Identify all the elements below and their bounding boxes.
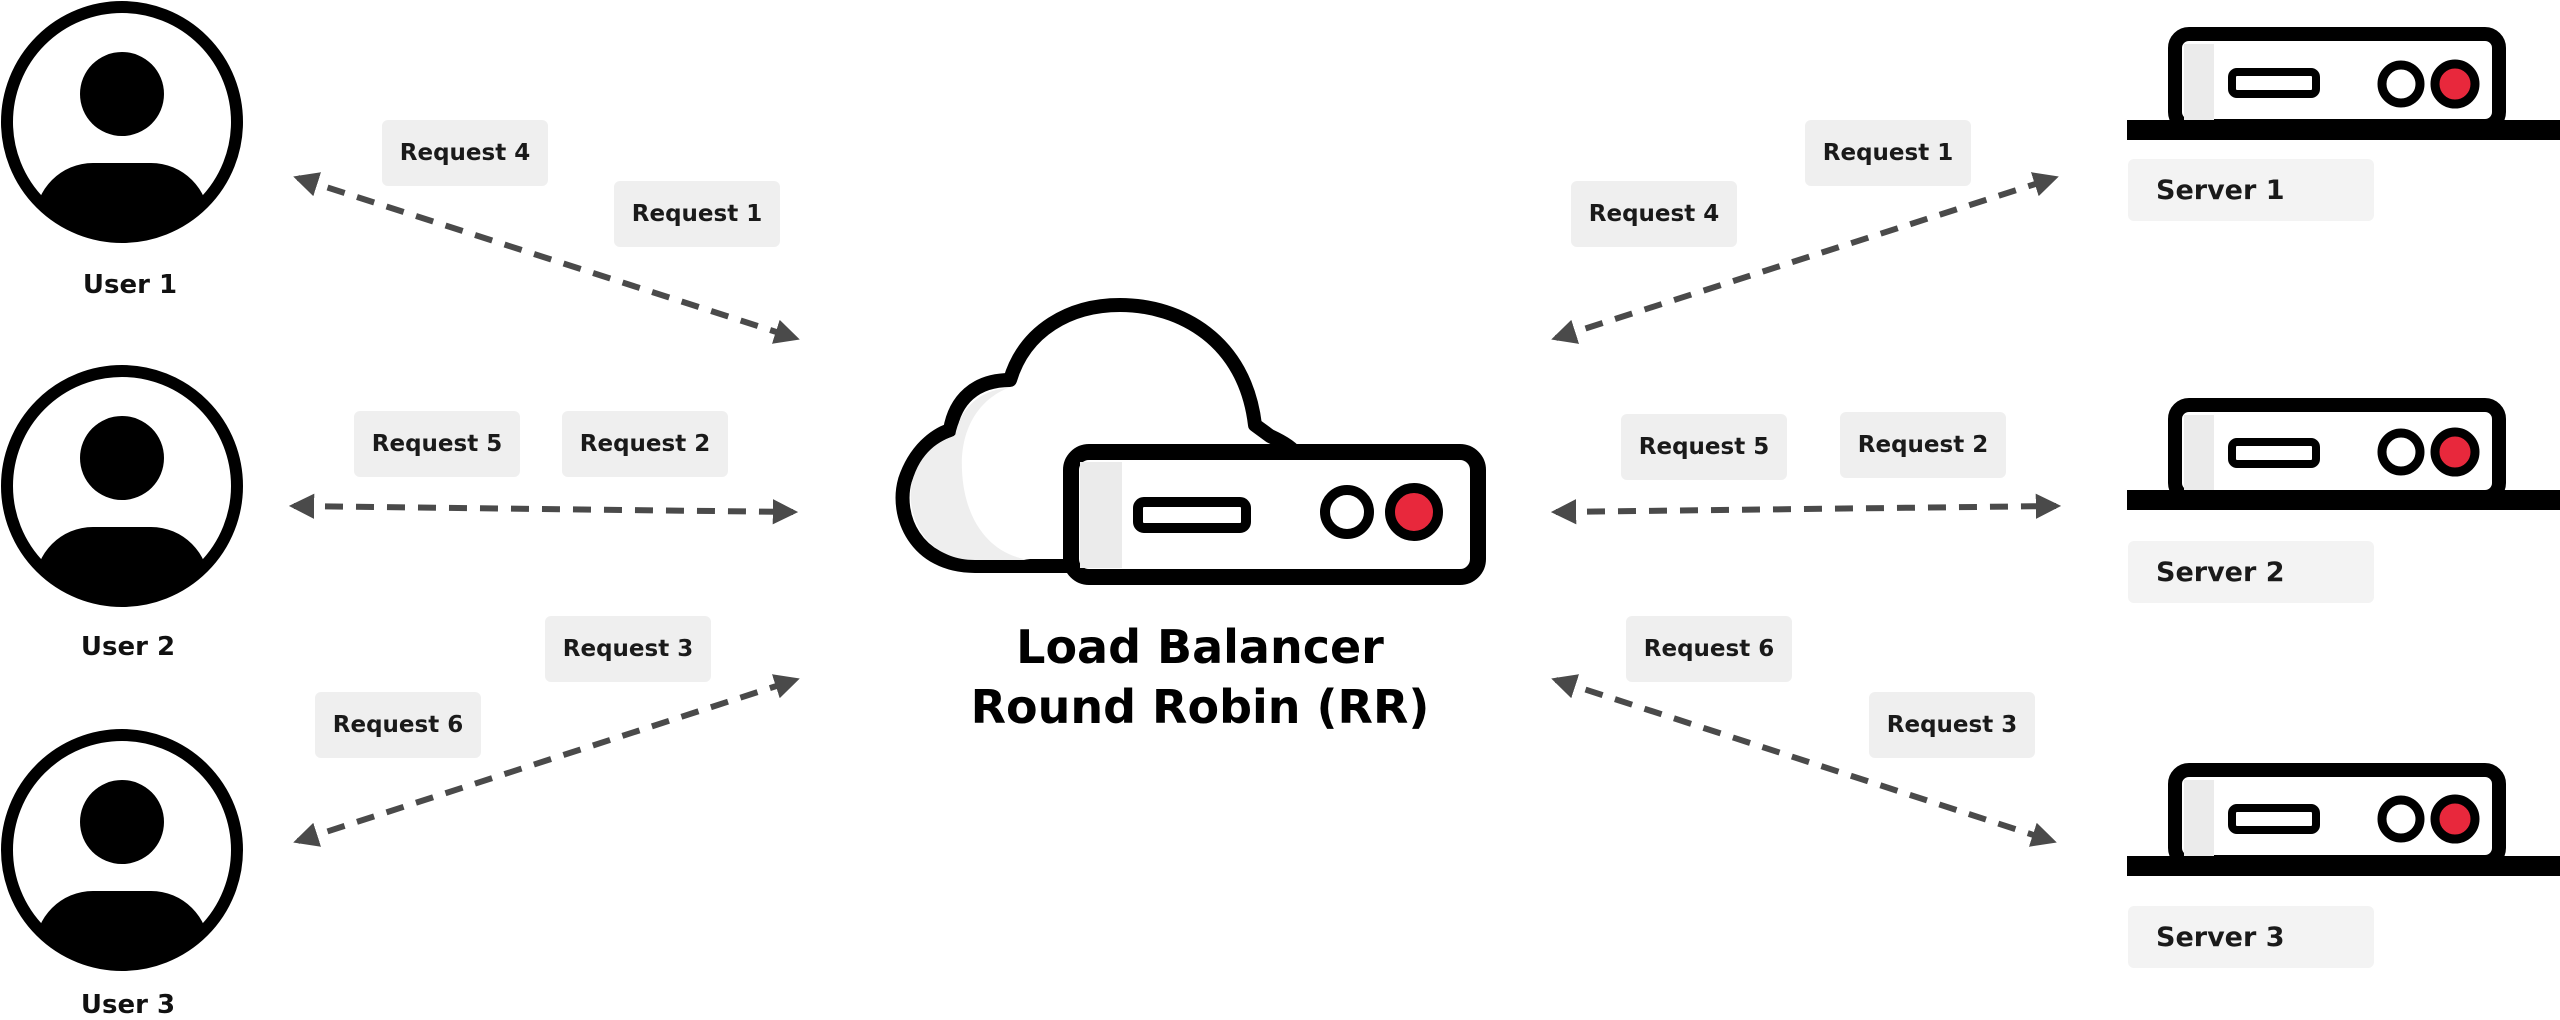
server-1-label: Server 1 (2128, 159, 2374, 221)
request-label: Request 2 (562, 411, 728, 477)
request-label: Request 1 (1805, 120, 1971, 186)
diagram-title: Load Balancer (1016, 620, 1384, 674)
request-label: Request 6 (1626, 616, 1792, 682)
request-label: Request 2 (1840, 412, 2006, 478)
user-2-label: User 2 (80, 632, 176, 662)
user-1-avatar-icon (1, 1, 243, 243)
arrow-lb-server3 (1551, 674, 2057, 847)
load-balancer-server-icon (1063, 444, 1486, 585)
arrow-user2-lb (288, 493, 799, 525)
server-1-icon (2127, 27, 2560, 140)
request-label: Request 6 (315, 692, 481, 758)
server-2-icon (2127, 398, 2560, 510)
request-label: Request 3 (545, 616, 711, 682)
user-1-label: User 1 (82, 270, 178, 300)
diagram-subtitle: Round Robin (RR) (970, 680, 1430, 734)
arrow-user1-lb (293, 172, 800, 344)
user-3-label: User 3 (80, 990, 176, 1020)
request-label: Request 4 (382, 120, 548, 186)
user-2-avatar-icon (1, 365, 243, 607)
request-label: Request 4 (1571, 181, 1737, 247)
request-label: Request 5 (1621, 414, 1787, 480)
request-label: Request 5 (354, 411, 520, 477)
server-3-icon (2127, 763, 2560, 876)
user-3-avatar-icon (1, 729, 243, 971)
arrow-user3-lb (293, 674, 800, 847)
arrow-lb-server1 (1551, 172, 2059, 344)
request-label: Request 1 (614, 181, 780, 247)
server-3-label: Server 3 (2128, 906, 2374, 968)
server-2-label: Server 2 (2128, 541, 2374, 603)
arrow-lb-server2 (1550, 493, 2062, 525)
request-label: Request 3 (1869, 692, 2035, 758)
